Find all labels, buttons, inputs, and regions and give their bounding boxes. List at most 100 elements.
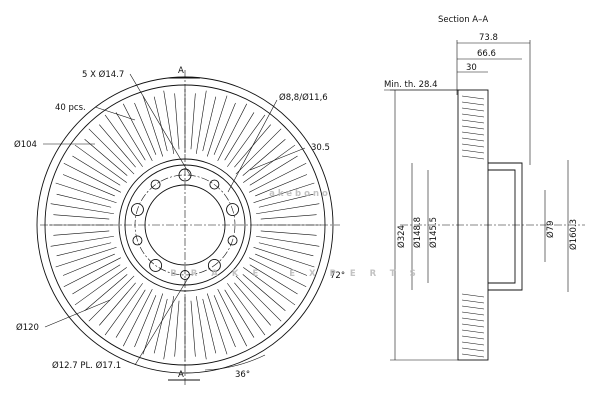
label-bolt-holes: 5 X Ø14.7 <box>82 69 124 80</box>
vent-line <box>190 93 196 150</box>
vent-line <box>55 246 117 268</box>
dim-dia-hat-outer: Ø148.8 <box>412 217 423 248</box>
vent-line <box>104 283 143 336</box>
label-vents: 40 pcs. <box>55 103 86 113</box>
hat-profile <box>488 162 523 291</box>
vent-line <box>202 298 217 354</box>
vent-line <box>253 182 315 204</box>
ring-vent-hatch <box>461 305 485 310</box>
vent-line <box>163 296 175 360</box>
vent-line <box>153 96 168 152</box>
arc-angle-36 <box>204 354 266 371</box>
ring-vent-hatch <box>461 107 485 112</box>
ring-vent-hatch <box>461 293 485 298</box>
vent-line <box>206 293 228 355</box>
vent-line <box>260 214 317 220</box>
dim-dia-outer: Ø324 <box>396 225 407 248</box>
vent-lines <box>49 89 321 361</box>
bolt-hole <box>207 259 221 272</box>
vent-line <box>174 300 180 357</box>
vent-line <box>243 144 296 183</box>
watermark-tagline: BRAKE EXPERTS <box>170 269 429 279</box>
vent-line <box>153 298 168 354</box>
dim-width-hat: 66.6 <box>477 49 496 59</box>
label-center-bore: Ø120 <box>16 322 39 333</box>
bolt-holes <box>130 168 240 280</box>
label-hub-holes: Ø8,8/Ø11,6 <box>279 92 328 103</box>
ring-vent-hatch <box>461 335 485 340</box>
vent-line <box>227 114 266 167</box>
vent-line <box>72 155 121 186</box>
label-pin-holes: Ø12.7 PL. Ø17.1 <box>52 360 121 371</box>
vent-line <box>256 235 320 247</box>
bolt-hole <box>226 203 240 216</box>
dim-dia-bore: Ø79 <box>545 220 556 238</box>
vent-line <box>56 193 112 208</box>
vent-line <box>134 102 157 155</box>
watermark: akebono BRAKE EXPERTS <box>170 189 429 279</box>
ring-vent-hatch <box>461 329 485 334</box>
vent-line <box>234 282 271 326</box>
ring-vent-hatch <box>461 299 485 304</box>
ring-vent-hatch <box>461 137 485 142</box>
vent-line <box>258 193 314 208</box>
pin-hole <box>209 179 220 190</box>
leader-hub-holes <box>227 99 278 193</box>
vent-line <box>50 235 114 247</box>
vent-line <box>88 128 135 175</box>
dim-width-total: 73.8 <box>479 33 498 43</box>
section-view: Section A–A 73.8 66.6 30 Min. th. 28.4 Ø… <box>384 15 585 361</box>
ring-vent-hatch <box>461 155 485 160</box>
ring-vent-hatch <box>461 341 485 346</box>
vent-line <box>56 242 112 257</box>
vent-line <box>256 203 320 215</box>
leader-offset <box>249 147 306 171</box>
vent-line <box>227 283 266 336</box>
vent-line <box>62 174 115 197</box>
vent-line <box>249 257 307 288</box>
vent-line <box>163 90 175 154</box>
vent-line <box>99 124 136 168</box>
vent-line <box>74 267 127 306</box>
label-min-thickness: Min. th. 28.4 <box>384 80 438 90</box>
vent-line <box>115 289 146 338</box>
watermark-brand: akebono <box>269 189 331 199</box>
leader-pin-holes <box>134 274 191 366</box>
vent-line <box>224 289 255 338</box>
label-bolt-circle: Ø104 <box>14 139 37 150</box>
vent-line <box>242 139 286 176</box>
vent-line <box>84 139 128 176</box>
vent-line <box>142 293 164 355</box>
ring-vent-hatch <box>461 113 485 118</box>
vent-line <box>134 295 157 348</box>
vent-line <box>53 230 110 236</box>
vent-line <box>260 230 317 236</box>
pin-hole <box>132 235 143 246</box>
bolt-hole <box>130 203 144 216</box>
vent-line <box>235 275 282 322</box>
vent-line <box>235 128 282 175</box>
vent-line <box>224 112 255 161</box>
ring-vent-hatch <box>461 311 485 316</box>
vent-line <box>249 264 298 295</box>
ring-vent-hatch <box>461 143 485 148</box>
vent-line <box>243 267 296 306</box>
label-angle-72: 72° <box>330 271 345 281</box>
section-title: Section A–A <box>438 15 488 25</box>
vent-line <box>213 295 236 348</box>
vent-line <box>62 253 115 276</box>
vent-line <box>258 242 314 257</box>
vent-line <box>122 289 153 347</box>
vent-line <box>249 155 298 186</box>
vent-line <box>249 162 307 193</box>
vent-line <box>253 246 315 268</box>
label-offset: 30.5 <box>311 143 330 153</box>
ring-vent-hatch <box>461 317 485 322</box>
vent-line <box>63 257 121 288</box>
ring-vent-hatch <box>461 131 485 136</box>
leader-bolt-holes <box>129 73 191 176</box>
vent-line <box>206 95 228 157</box>
pin-hole <box>150 179 161 190</box>
section-mark-top: A <box>178 66 184 76</box>
dim-dia-pcd: Ø160.3 <box>568 219 579 250</box>
